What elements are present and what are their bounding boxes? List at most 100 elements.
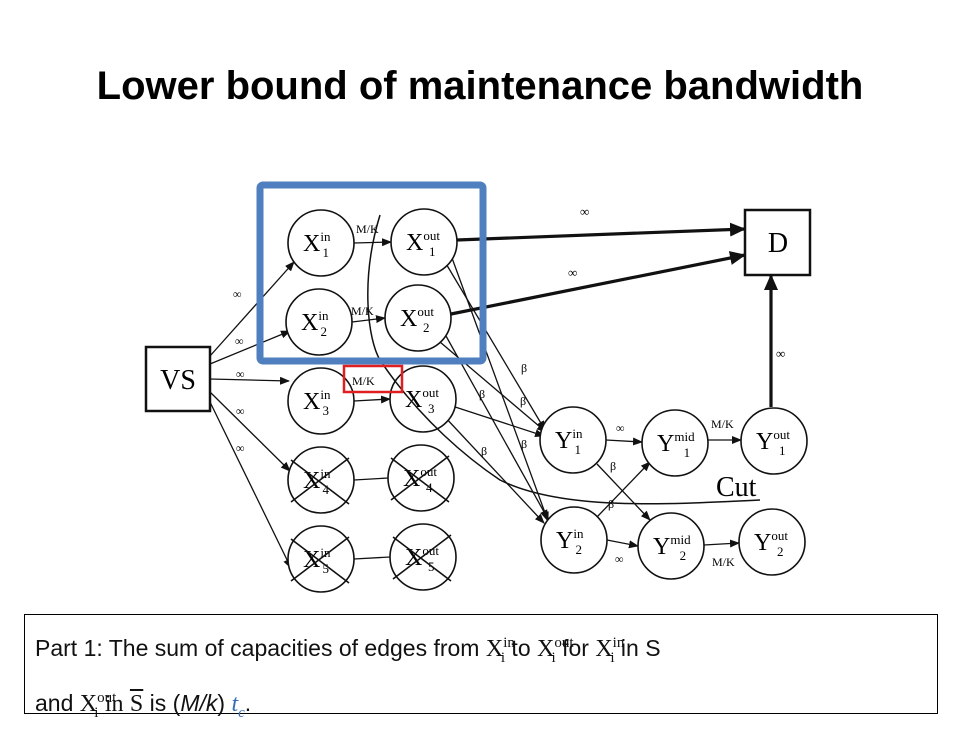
- edge-xout-to-yin-3: [439, 341, 547, 433]
- edge-label-infinity-vs-4: ∞: [236, 404, 245, 418]
- cross-xout-4-a: [390, 457, 450, 503]
- edge-label-infinity-vs-3: ∞: [236, 367, 245, 381]
- edge-vs-to-xin-2: [209, 330, 291, 365]
- node-xin-3-circle: [287, 367, 355, 435]
- m-over-k: M/k: [180, 689, 218, 716]
- edge-label-beta-cross-1: β: [610, 459, 616, 473]
- caption-line-2: and Xouti in S is (M/k) tc.: [35, 678, 927, 733]
- node-ymid-1-circle: [641, 409, 709, 477]
- in-word: in: [104, 690, 124, 717]
- edge-xout2-to-d: [450, 251, 746, 316]
- edge-label-beta-5: β: [521, 437, 527, 451]
- caption-text: ): [217, 689, 232, 716]
- x-out-symbol: Xouti: [537, 635, 574, 666]
- edge-label-capacity-y2: M/K: [712, 555, 735, 569]
- edge-label-beta-2: β: [479, 387, 485, 401]
- source-node-label: VS: [160, 365, 196, 396]
- node-xout-1-circle: [390, 208, 458, 276]
- edge-xout-to-yin-4: [445, 335, 549, 520]
- caption-text: in S: [614, 635, 661, 661]
- flow-network-diagram: VS D Xin1Xout1Xin2Xout2Xin3Xout3Xin4Xout…: [144, 181, 812, 593]
- edge-yin2-to-ymid2: [606, 539, 639, 549]
- edge-label-infinity-x1-d: ∞: [580, 204, 589, 219]
- node-xin-2-circle: [285, 288, 353, 356]
- caption-text: for: [555, 635, 596, 661]
- caption-text: Part 1: The sum of capacities of edges f…: [35, 635, 486, 661]
- cut-curve: [367, 214, 761, 505]
- edge-xout1-to-d: [456, 222, 746, 242]
- node-xout-2-circle: [384, 284, 452, 352]
- caption-line-1: Part 1: The sum of capacities of edges f…: [35, 623, 927, 678]
- caption-text: is (: [143, 689, 181, 716]
- x-in-symbol: Xini: [485, 635, 515, 666]
- slide-title: Lower bound of maintenance bandwidth: [96, 64, 864, 108]
- edge-label-beta-1: β: [521, 361, 527, 375]
- node-yin-2-circle: [540, 506, 608, 574]
- edge-label-beta-cross-2: β: [608, 497, 614, 511]
- node-yout-2-circle: [738, 508, 806, 576]
- edge-label-capacity-x2: M/K: [351, 304, 374, 318]
- cross-xout-5-b: [392, 534, 452, 580]
- cross-xout-5-a: [392, 536, 452, 582]
- cross-xout-4-b: [390, 455, 450, 501]
- edge-yin1-to-ymid1: [605, 437, 643, 446]
- s-bar-symbol: S: [129, 690, 144, 717]
- edge-xout-to-yin-6: [443, 415, 545, 524]
- highlight-box-x1-x2: [256, 181, 487, 365]
- edge-xout-to-yin-5: [448, 404, 545, 438]
- edge-xout-to-yin-1: [444, 261, 546, 431]
- cross-xin-4-b: [290, 457, 350, 503]
- node-xin-1-circle: [287, 209, 355, 277]
- edge-label-infinity-yin1-ymid1: ∞: [616, 421, 625, 435]
- edge-xin-to-xout-4: [353, 477, 389, 481]
- edge-label-infinity-vs-5: ∞: [236, 441, 245, 455]
- edge-ymid2-to-yout2: [703, 539, 740, 548]
- source-node-box: [144, 345, 212, 413]
- nodes-group: Xin1Xout1Xin2Xout2Xin3Xout3Xin4Xout4Xin5…: [285, 208, 808, 593]
- caption-text: .: [244, 689, 252, 716]
- node-yin-1-circle: [539, 406, 607, 474]
- node-ymid-2-circle: [637, 512, 705, 580]
- caption-text: and: [35, 689, 80, 716]
- x-out-symbol: Xouti: [79, 689, 117, 721]
- cut-label: Cut: [716, 472, 757, 503]
- cross-xin-4-a: [290, 459, 350, 505]
- edge-vs-to-xin-1: [209, 261, 295, 357]
- sink-node-box: [743, 208, 812, 277]
- edge-xin-to-xout-3: [353, 395, 391, 404]
- caption-text: to: [505, 635, 538, 661]
- tc-symbol: tc: [231, 690, 245, 721]
- edge-xout-to-yin-2: [451, 257, 549, 522]
- edge-label-beta-3: β: [520, 394, 526, 408]
- edge-label-infinity-yin2-ymid2: ∞: [615, 552, 624, 566]
- node-yout-1-circle: [740, 407, 808, 475]
- edge-label-capacity-x3: M/K: [352, 374, 375, 388]
- cross-xin-5-a: [290, 538, 350, 584]
- edge-vs-to-xin-5: [209, 401, 292, 569]
- edge-label-capacity-x1: M/K: [356, 222, 379, 236]
- edges-group: [209, 222, 778, 569]
- x-in-symbol: Xini: [595, 635, 625, 666]
- edge-vs-to-xin-4: [209, 391, 291, 472]
